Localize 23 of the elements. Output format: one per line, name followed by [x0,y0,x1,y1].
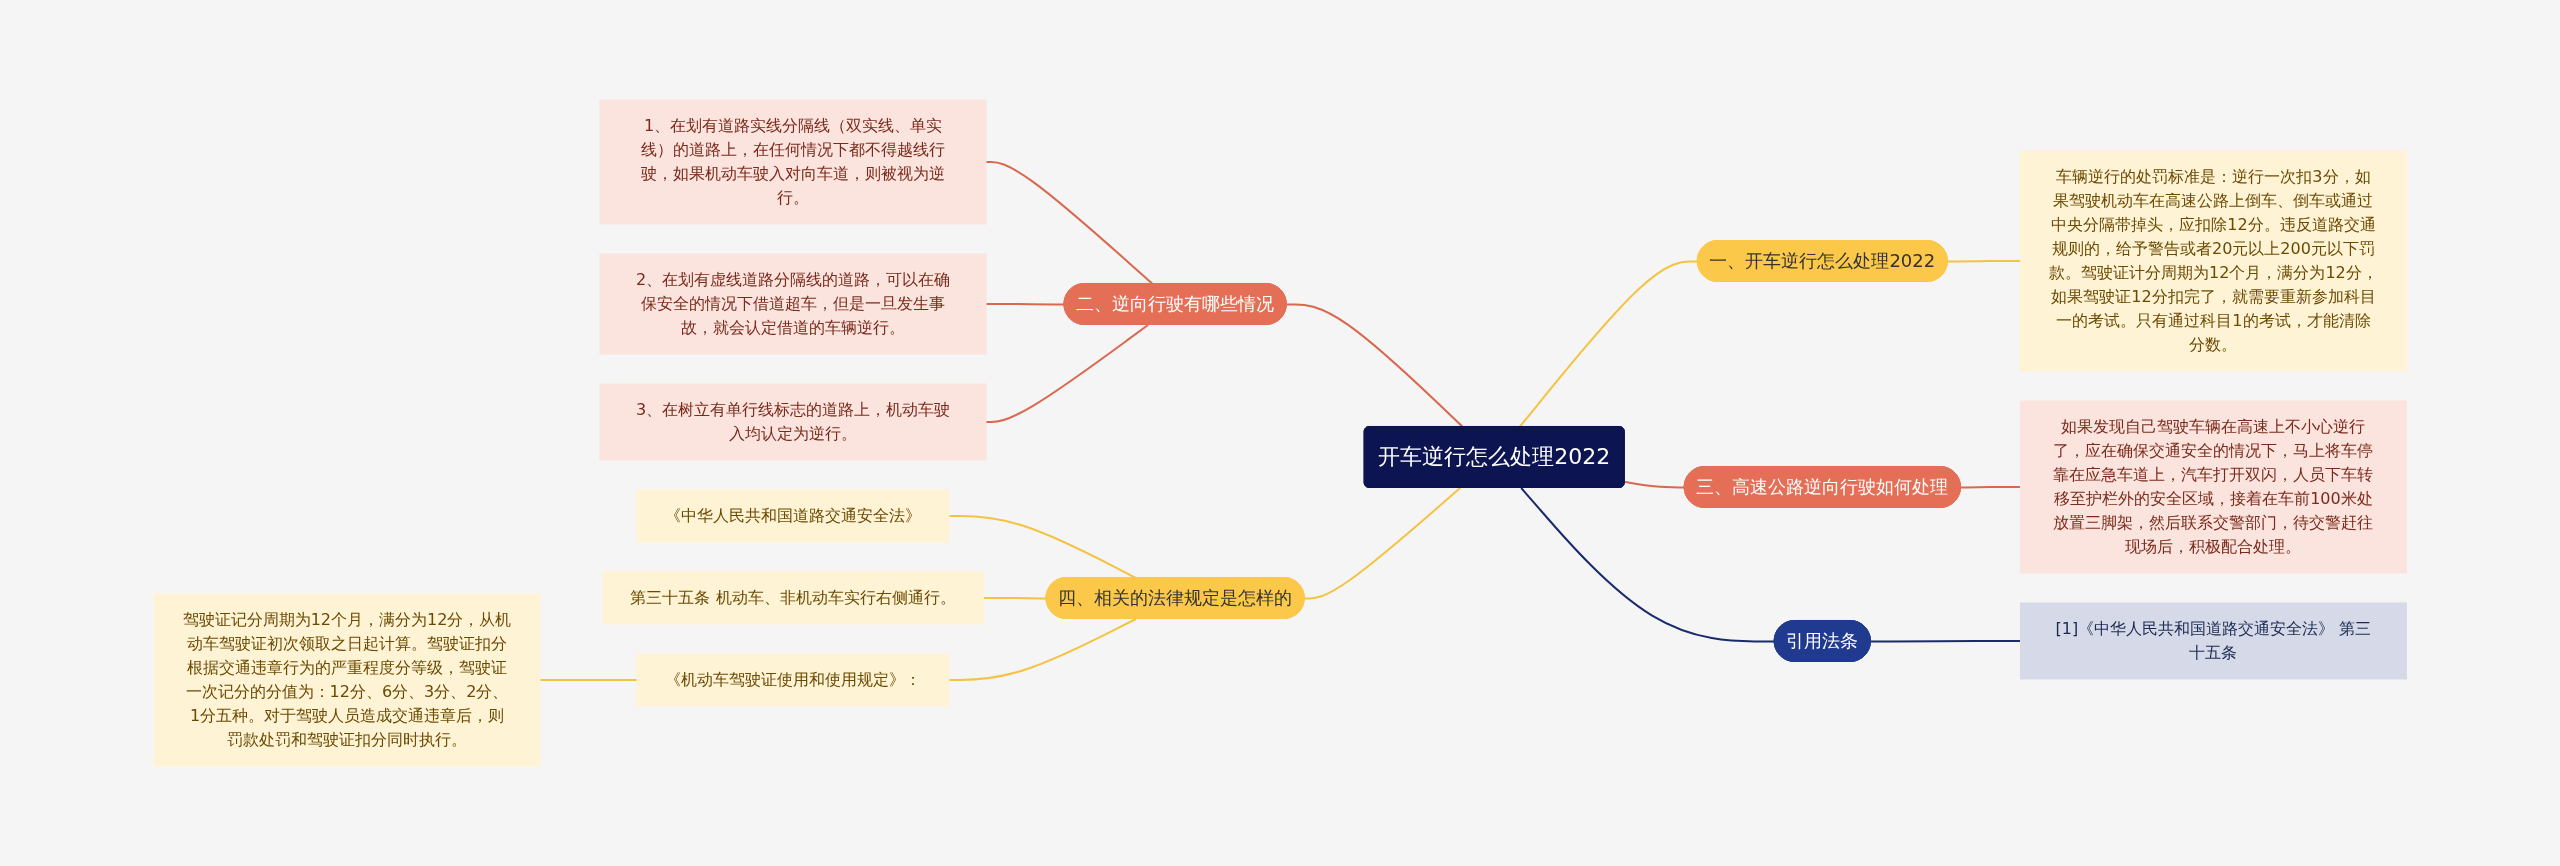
node-box: 《机动车驾驶证使用和使用规定》： [636,653,950,707]
node-box: 如果发现自己驾驶车辆在高速上不小心逆行了，应在确保交通安全的情况下，马上将车停靠在应急车道上，汽车打开双闪，人员下车转移至护栏外的安全区域，接着在车前100米处放置三脚架，然后联系交警部门，待交警赶往现场后，积极配合处理。 [2019,400,2407,574]
node-box: 《中华人民共和国道路交通安全法》 [636,489,950,543]
node-box: [1]《中华人民共和国道路交通安全法》 第三十五条 [2019,602,2407,680]
node-box: 驾驶证记分周期为12个月，满分为12分，从机动车驾驶证初次领取之日起计算。驾驶证扣分根据交通违章行为的严重程度分等级，驾驶证一次记分的分值为：12分、6分、3分、2分、1分五种。对于驾驶人员造成交通违章后，则罚款处罚和驾驶证扣分同时执行。 [153,593,541,767]
connector [984,303,1066,306]
connector [1946,260,2022,263]
connector [538,679,638,681]
connector [1285,303,1464,428]
connector [984,161,1154,285]
connector [1518,260,1699,428]
connector [1869,640,2022,643]
connector [947,618,1137,681]
connector [982,597,1048,600]
node-box: 车辆逆行的处罚标准是：逆行一次扣3分，如果驾驶机动车在高速公路上倒车、倒车或通过中央分隔带掉头，应扣除12分。违反道路交通规则的，给予警告或者20元以上200元以下罚款。驾驶证计分周期为12个月，满分为12分，如果驾驶证12分扣完了，就需要重新参加科目一的考试。只有通过科目1的考试，才能清除分数。 [2019,150,2407,372]
connector [984,324,1149,423]
connector [1303,487,1461,600]
connector [947,515,1137,579]
node-box: 2、在划有虚线道路分隔线的道路，可以在确保安全的情况下借道超车，但是一旦发生事故，就会认定借道的车辆逆行。 [599,253,987,355]
connector [1959,486,2022,489]
node-box: 第三十五条 机动车、非机动车实行右侧通行。 [601,571,984,625]
node-box: 1、在划有道路实线分隔线（双实线、单实线）的道路上，在任何情况下都不得越线行驶，如果机动车驶入对向车道，则被视为逆行。 [599,99,987,225]
node-box: 3、在树立有单行线标志的道路上，机动车驶入均认定为逆行。 [599,383,987,461]
